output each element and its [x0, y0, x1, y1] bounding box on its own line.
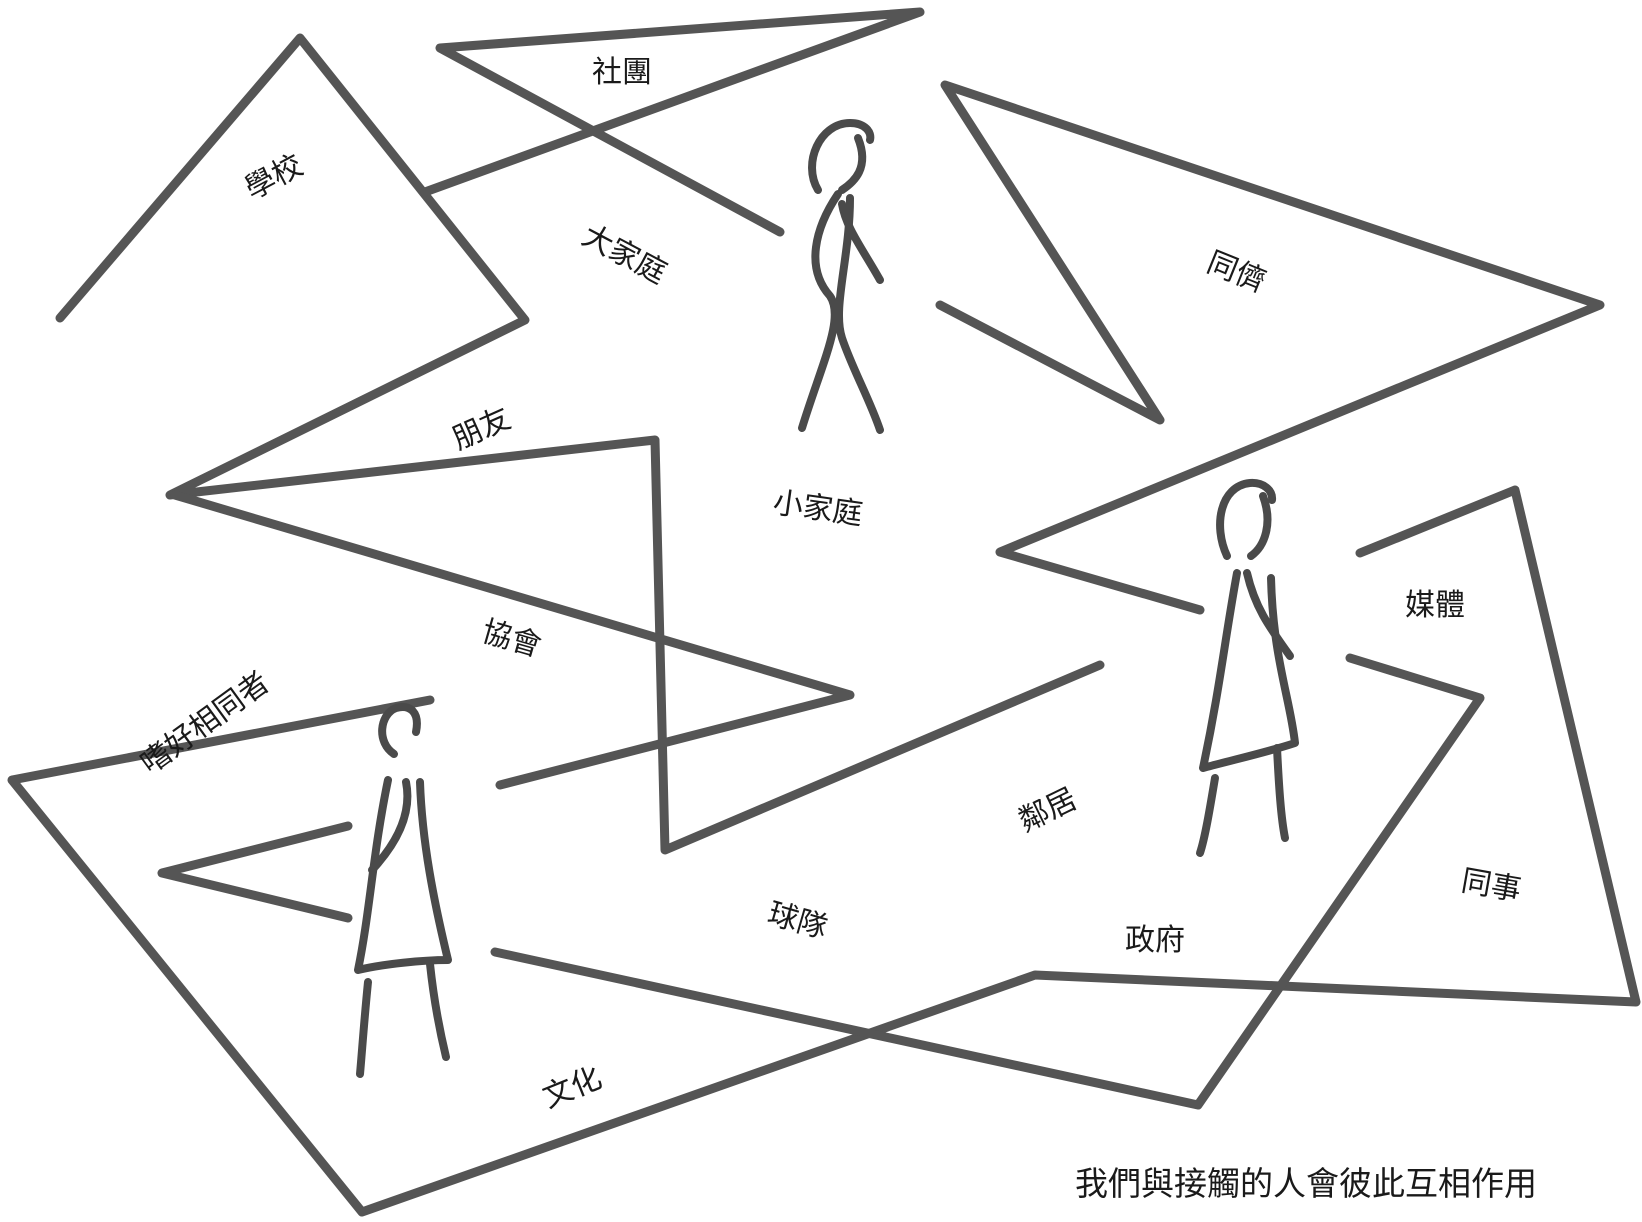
caption: 我們與接觸的人會彼此互相作用 — [1075, 1164, 1537, 1203]
label-association: 協會 — [478, 614, 545, 664]
peers-triangle — [935, 80, 1605, 615]
label-media: 媒體 — [1405, 588, 1465, 623]
hobby-arrow — [157, 821, 353, 923]
school-triangle — [55, 33, 1105, 855]
network-lines — [7, 7, 1641, 1217]
label-culture: 文化 — [538, 1060, 607, 1115]
label-hobby-peers: 嗜好相同者 — [134, 665, 276, 781]
label-school: 學校 — [239, 148, 308, 207]
label-colleagues: 同事 — [1459, 863, 1524, 908]
person-figure-bottom — [354, 703, 452, 1078]
outer-boundary-left — [7, 485, 1641, 1217]
label-nuclear-family: 小家庭 — [771, 485, 865, 532]
culture-line — [490, 653, 1485, 1110]
label-club: 社團 — [592, 55, 652, 90]
label-government: 政府 — [1125, 923, 1185, 958]
label-peers: 同儕 — [1202, 245, 1271, 300]
person-figure-right — [1196, 478, 1299, 857]
club-triangle — [420, 7, 925, 237]
association-triangle — [170, 490, 855, 790]
person-figure-top — [798, 119, 884, 434]
label-friends: 朋友 — [447, 401, 516, 457]
label-team: 球隊 — [764, 896, 831, 946]
label-neighbors: 鄰居 — [1013, 781, 1082, 839]
label-extended-family: 大家庭 — [576, 218, 672, 291]
